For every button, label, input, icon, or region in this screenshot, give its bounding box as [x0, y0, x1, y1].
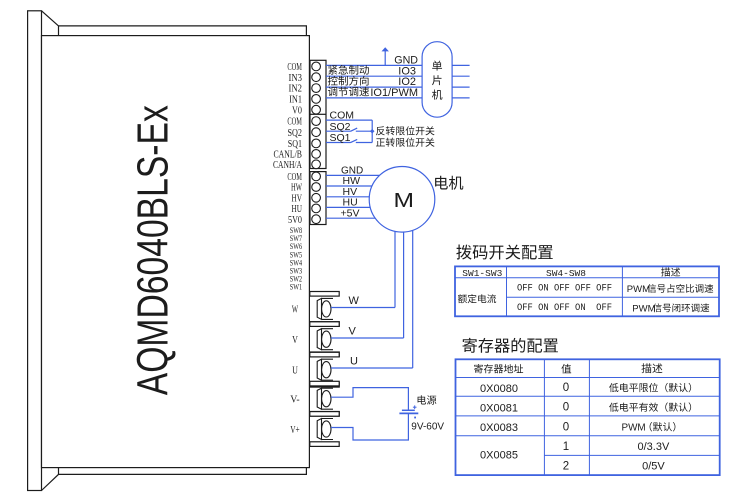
svg-text:V-: V-: [290, 394, 300, 406]
svg-text:M: M: [394, 190, 415, 212]
svg-text:COM: COM: [287, 116, 302, 128]
svg-text:COM: COM: [287, 171, 302, 183]
svg-text:1: 1: [563, 441, 569, 453]
svg-text:SW8: SW8: [290, 225, 302, 235]
svg-text:5V0: 5V0: [288, 214, 302, 226]
svg-text:HU: HU: [292, 203, 303, 215]
svg-text:GND: GND: [394, 54, 418, 66]
svg-text:PWM: PWM: [622, 423, 646, 434]
svg-text:0/5V: 0/5V: [642, 461, 665, 473]
svg-text:PWM: PWM: [632, 303, 655, 314]
svg-text:SW2: SW2: [290, 274, 302, 284]
svg-text:W: W: [349, 295, 360, 307]
svg-text:0X0081: 0X0081: [480, 403, 518, 415]
svg-text:SW5: SW5: [290, 249, 302, 259]
svg-text:SQ1: SQ1: [330, 132, 351, 144]
svg-text:V+: V+: [290, 424, 300, 436]
svg-text:V: V: [349, 325, 357, 337]
svg-text:IN2: IN2: [289, 83, 303, 95]
svg-text:SW1: SW1: [290, 282, 302, 292]
svg-text:0: 0: [563, 402, 569, 414]
svg-text:V0: V0: [292, 104, 302, 116]
svg-text:HW: HW: [343, 175, 361, 187]
svg-text:IO1/PWM: IO1/PWM: [370, 87, 418, 99]
svg-text:IO3: IO3: [398, 65, 416, 77]
svg-text:SW1-SW3: SW1-SW3: [462, 268, 502, 279]
svg-text:9V-60V: 9V-60V: [411, 421, 444, 432]
svg-text:IO2: IO2: [398, 76, 416, 88]
svg-text:AQMD6040BLS-Ex: AQMD6040BLS-Ex: [129, 105, 177, 395]
svg-text:SQ2: SQ2: [288, 127, 303, 139]
svg-text:IN1: IN1: [289, 94, 302, 106]
svg-text:0/3.3V: 0/3.3V: [637, 441, 669, 453]
svg-text:V: V: [292, 334, 298, 346]
svg-text:U: U: [292, 365, 298, 377]
svg-text:HV: HV: [292, 192, 303, 204]
svg-text:PWM: PWM: [627, 284, 650, 295]
svg-text:0X0085: 0X0085: [480, 450, 518, 462]
svg-text:OFF ON OFF OFF OFF: OFF ON OFF OFF OFF: [517, 282, 612, 294]
svg-text:2: 2: [563, 461, 569, 473]
svg-text:SW4-SW8: SW4-SW8: [546, 268, 586, 279]
svg-text:COM: COM: [287, 61, 302, 73]
svg-text:W: W: [292, 304, 299, 316]
svg-text:0X0080: 0X0080: [480, 383, 518, 395]
svg-text:SQ1: SQ1: [288, 138, 302, 150]
svg-text:CANH/A: CANH/A: [273, 159, 302, 171]
svg-text:HV: HV: [343, 186, 358, 198]
svg-text:0: 0: [563, 421, 569, 433]
svg-text:HU: HU: [343, 197, 358, 209]
svg-text:SW7: SW7: [290, 233, 302, 243]
svg-text:HW: HW: [291, 182, 302, 194]
svg-text:U: U: [350, 355, 358, 367]
svg-text:SQ2: SQ2: [330, 121, 351, 133]
svg-text:SW4: SW4: [290, 257, 303, 267]
svg-text:CANL/B: CANL/B: [274, 149, 303, 161]
svg-text:+5V: +5V: [341, 207, 360, 219]
svg-text:0X0083: 0X0083: [480, 422, 518, 434]
svg-text:0: 0: [563, 382, 569, 394]
svg-text:COM: COM: [330, 110, 355, 122]
svg-text:IN3: IN3: [289, 72, 303, 84]
svg-text:GND: GND: [341, 166, 363, 177]
svg-text:SW6: SW6: [290, 241, 302, 251]
svg-text:SW3: SW3: [290, 266, 302, 276]
svg-text:OFF ON OFF ON OFF: OFF ON OFF ON OFF: [517, 302, 612, 314]
